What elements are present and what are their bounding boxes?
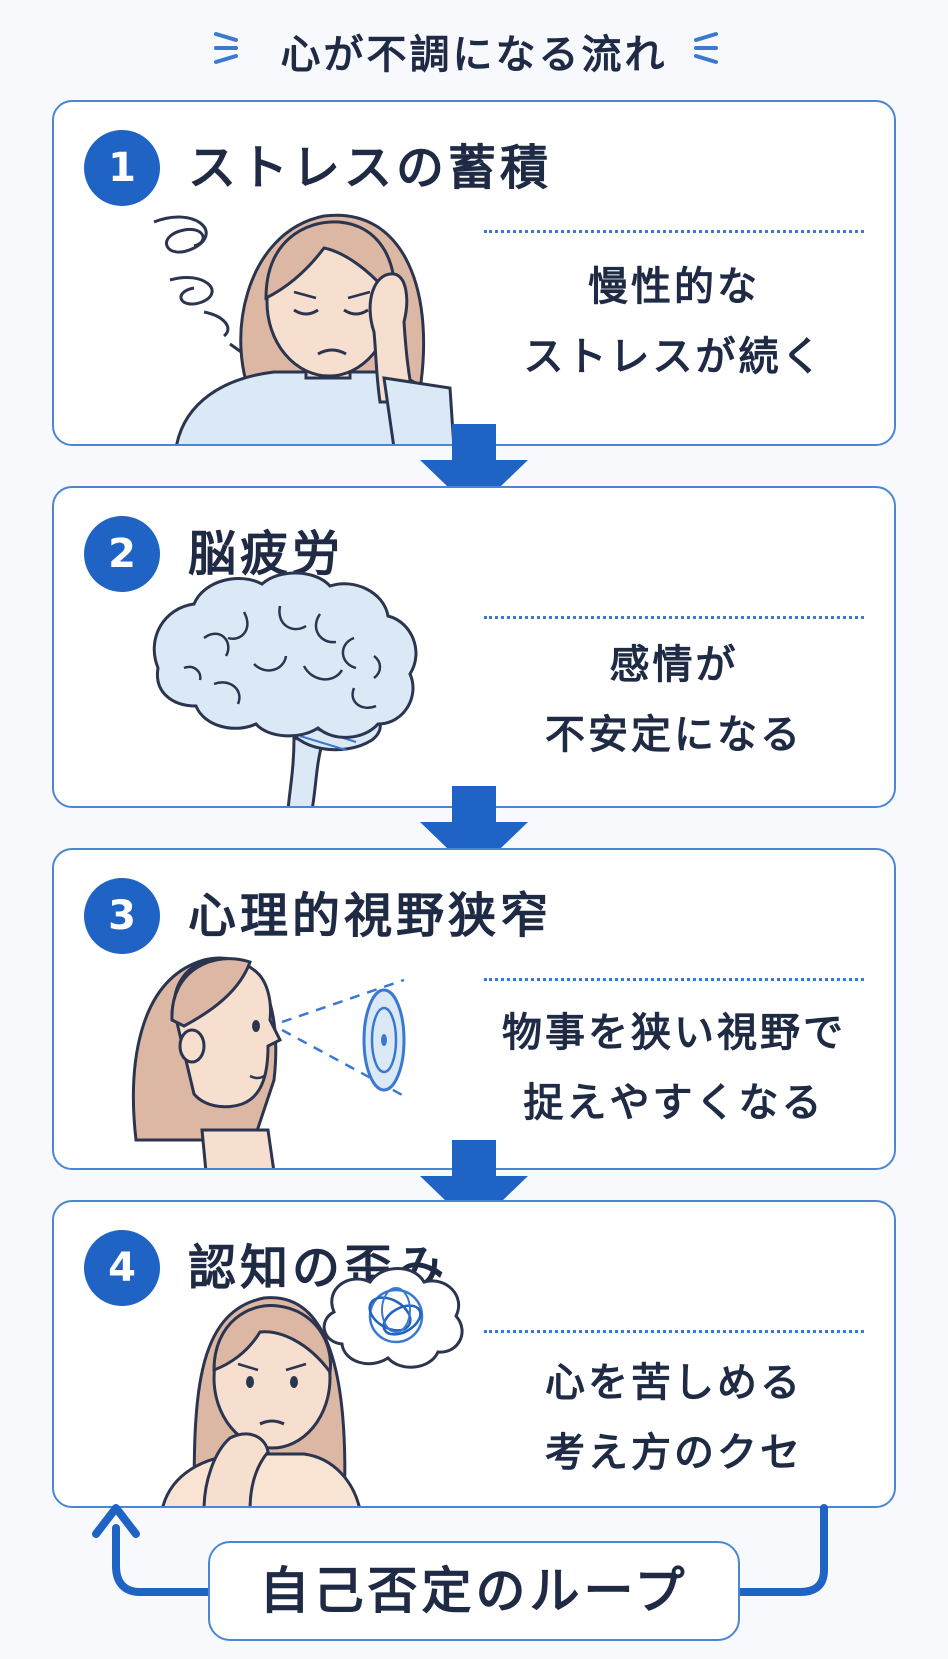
step-number-badge: 3	[84, 878, 160, 954]
step-divider	[484, 978, 864, 981]
step-description-line: 捉えやすくなる	[523, 1080, 825, 1126]
step-card-1: 1 ストレスの蓄積 慢性的な ストレスが続く	[52, 100, 896, 446]
brain-icon	[152, 571, 418, 806]
step-description-line: 慢性的な	[588, 264, 760, 310]
step-description-line: 不安定になる	[545, 712, 803, 758]
step-description: 心を苦しめる 考え方のクセ	[464, 1348, 884, 1488]
step-description-line: 考え方のクセ	[545, 1430, 803, 1476]
step-number-badge: 1	[84, 130, 160, 206]
step-divider	[484, 616, 864, 619]
down-arrow-icon	[420, 424, 528, 512]
step-number-badge: 2	[84, 516, 160, 592]
step-card-3: 3 心理的視野狭窄 物事を狭い視野で 捉えやすくなる	[52, 848, 896, 1170]
step-description: 物事を狭い視野で 捉えやすくなる	[464, 998, 884, 1138]
down-arrow-icon	[420, 786, 528, 874]
stressed-woman-icon	[153, 213, 454, 444]
title-left-deco-icon	[214, 32, 238, 64]
step-description-line: 心を苦しめる	[545, 1360, 803, 1406]
step-card-4: 4 認知の歪み 心を苦しめる 考え方のクセ	[52, 1200, 896, 1508]
step-title: 心理的視野狭窄	[188, 888, 553, 944]
step-divider	[484, 230, 864, 233]
step-description-line: 物事を狭い視野で	[502, 1010, 846, 1056]
down-arrow-icon	[420, 1140, 528, 1228]
step-title: 脳疲労	[188, 526, 345, 582]
loop-label: 自己否定のループ	[208, 1541, 740, 1641]
worried-woman-icon	[161, 1267, 464, 1506]
step-description: 感情が 不安定になる	[464, 630, 884, 770]
step-divider	[484, 1330, 864, 1333]
narrow-vision-icon	[131, 956, 406, 1168]
page-title: 心が不調になる流れ	[280, 32, 668, 78]
step-title: ストレスの蓄積	[188, 140, 553, 196]
step-card-2: 2 脳疲労 感情が 不安定になる	[52, 486, 896, 808]
step-number-badge: 4	[84, 1230, 160, 1306]
title-right-deco-icon	[694, 32, 718, 64]
step-description: 慢性的な ストレスが続く	[464, 252, 884, 392]
step-description-line: ストレスが続く	[523, 334, 825, 380]
step-description-line: 感情が	[609, 642, 739, 688]
